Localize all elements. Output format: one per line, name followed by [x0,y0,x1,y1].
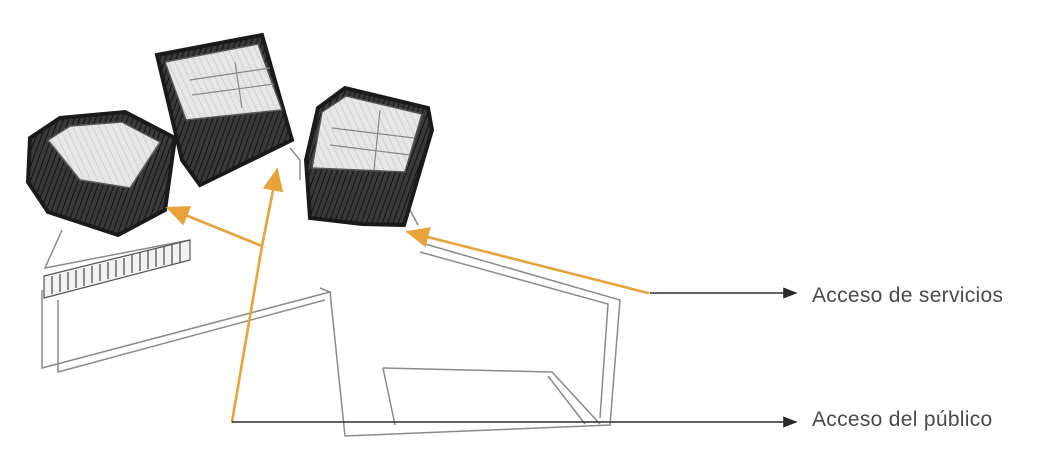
leader-lines [232,293,796,422]
building-left [28,112,175,235]
public-access-route [168,170,277,422]
service-access-route [408,232,648,293]
public-access-label: Acceso del público [812,408,993,432]
building-center [157,35,292,185]
service-access-label: Acceso de servicios [812,284,1003,308]
seating-block [44,240,190,298]
building-right [306,88,432,225]
